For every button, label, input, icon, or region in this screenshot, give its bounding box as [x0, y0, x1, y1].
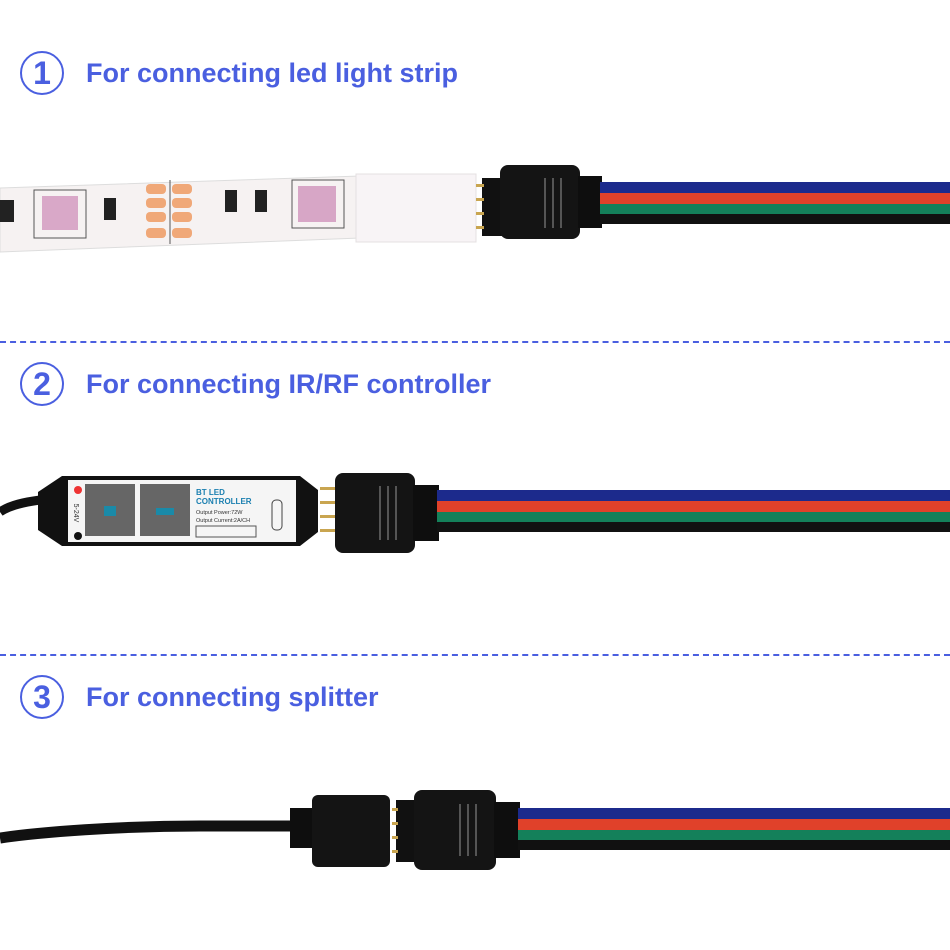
controller-voltage: 5-24V: [72, 504, 79, 523]
rgb-connector-2: [335, 473, 439, 553]
controller-power: Output Power:72W: [196, 510, 243, 516]
controller-current: Output Current:2A/CH: [196, 518, 250, 524]
rgb-connector-1: [500, 165, 602, 239]
section-2-heading: 2 For connecting IR/RF controller: [20, 362, 491, 406]
female-connector: [290, 795, 390, 867]
divider-1: [0, 341, 950, 343]
splitter-pins: [392, 800, 414, 862]
step-number-2: 2: [20, 362, 64, 406]
rgb-connector-3: [414, 790, 520, 870]
rgb-wires-2: [437, 490, 950, 532]
section-3-heading: 3 For connecting splitter: [20, 675, 379, 719]
strip-pin-header: [476, 178, 502, 236]
controller-name-1: BT LED: [196, 488, 225, 497]
controller-cable: [0, 495, 41, 516]
step-number-3: 3: [20, 675, 64, 719]
section-1-heading: 1 For connecting led light strip: [20, 51, 458, 95]
rgb-wires-1: [600, 182, 950, 224]
section-1-title: For connecting led light strip: [86, 57, 459, 88]
controller-name-2: CONTROLLER: [196, 497, 252, 506]
rgb-wires-3: [518, 808, 950, 850]
bt-led-controller: 5-24V BT LED CONTROLLER Output Power:72W…: [38, 476, 318, 546]
section-3-title: For connecting splitter: [86, 681, 379, 712]
section-2-title: For connecting IR/RF controller: [86, 368, 492, 399]
step-number-1: 1: [20, 51, 64, 95]
divider-2: [0, 654, 950, 656]
certification-marks-icon: [195, 525, 257, 538]
led-strip: [0, 173, 477, 253]
splitter-cable: [0, 820, 296, 844]
controller-pin-header: [320, 487, 336, 532]
